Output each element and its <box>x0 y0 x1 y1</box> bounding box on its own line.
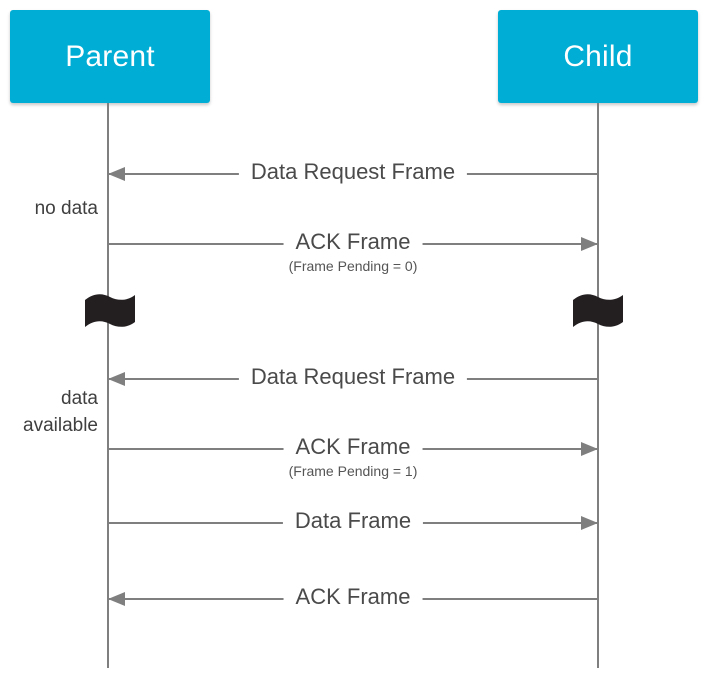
arrowhead-left-icon <box>108 592 125 606</box>
arrowhead-right-icon <box>581 442 598 456</box>
message-data-request-frame-2[interactable]: Data Request Frame <box>0 362 706 392</box>
message-label: Data Frame <box>282 506 424 536</box>
note-no-data: no data <box>34 198 98 219</box>
break-symbol-parent <box>84 293 136 331</box>
message-sublabel: (Frame Pending = 0) <box>282 257 424 275</box>
flag-break-icon <box>573 294 623 327</box>
message-label: Data Request Frame <box>238 362 468 392</box>
arrowhead-right-icon <box>581 516 598 530</box>
actor-label-parent: Parent <box>65 39 155 73</box>
message-ack-frame-1[interactable]: ACK Frame (Frame Pending = 0) <box>0 227 706 275</box>
arrowhead-left-icon <box>108 372 125 386</box>
note-data-available: data available <box>23 388 98 436</box>
arrowhead-right-icon <box>581 237 598 251</box>
message-data-request-frame-1[interactable]: Data Request Frame <box>0 157 706 187</box>
actor-box-parent[interactable]: Parent <box>10 10 210 103</box>
flag-break-icon <box>85 294 135 327</box>
message-label: ACK Frame <box>283 582 423 612</box>
arrowhead-left-icon <box>108 167 125 181</box>
break-symbol-child <box>572 293 624 331</box>
message-ack-frame-2[interactable]: ACK Frame (Frame Pending = 1) <box>0 432 706 480</box>
message-label: ACK Frame <box>283 432 423 462</box>
actor-label-child: Child <box>563 39 633 73</box>
actor-box-child[interactable]: Child <box>498 10 698 103</box>
message-label: Data Request Frame <box>238 157 468 187</box>
message-label: ACK Frame <box>283 227 423 257</box>
message-sublabel: (Frame Pending = 1) <box>282 462 424 480</box>
lifeline-child <box>597 103 599 668</box>
message-data-frame[interactable]: Data Frame <box>0 506 706 536</box>
message-ack-frame-3[interactable]: ACK Frame <box>0 582 706 612</box>
